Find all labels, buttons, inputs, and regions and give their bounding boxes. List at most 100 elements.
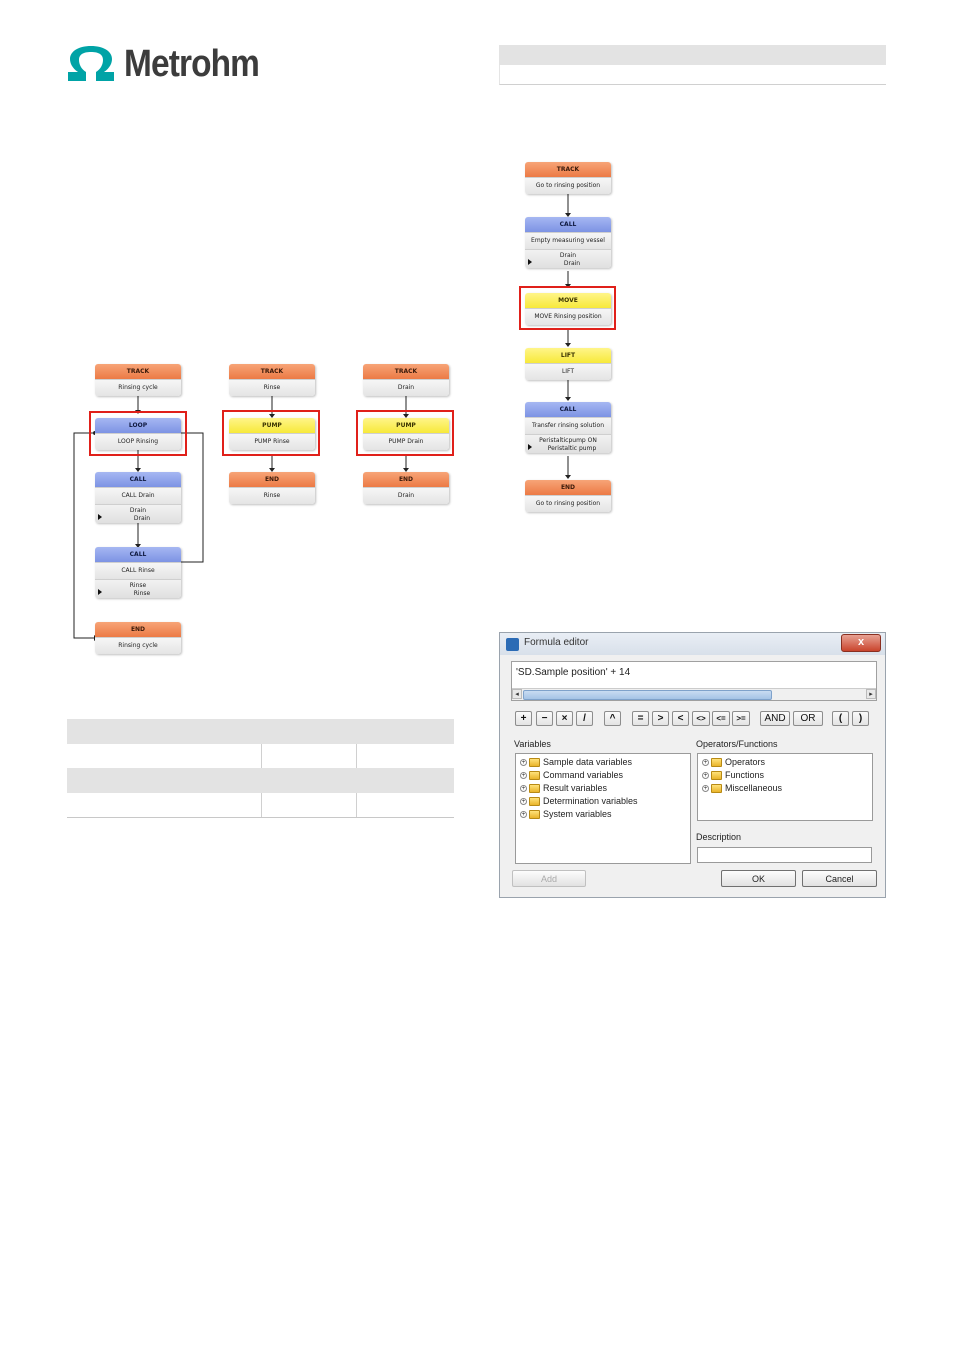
cancel-button[interactable]: Cancel <box>802 870 877 887</box>
flow-mid-connectors <box>269 395 275 472</box>
operators-functions-tree[interactable]: +Operators + Functions +Miscellaneous <box>697 753 873 821</box>
tree-item[interactable]: +Operators <box>702 756 765 768</box>
metrohm-logo: Metrohm <box>66 44 277 84</box>
node-label: Rinsing cycle <box>95 637 181 654</box>
omega-icon <box>68 46 114 81</box>
table-divider <box>356 744 357 768</box>
op-equal-button[interactable]: = <box>632 711 649 726</box>
dialog-titlebar[interactable]: Formula editor x <box>500 633 885 655</box>
node-track-rinse[interactable]: TRACK Rinse <box>229 364 315 396</box>
subtask-method: Drain <box>133 515 151 522</box>
flow-right-connectors <box>403 395 409 472</box>
node-call-transfer-rinsing[interactable]: CALL Transfer rinsing solution Peristalt… <box>525 402 611 453</box>
node-type: MOVE <box>525 293 611 308</box>
horizontal-scrollbar[interactable]: ◂ ▸ <box>512 688 876 700</box>
op-and-button[interactable]: AND <box>760 711 790 726</box>
node-pump-rinse[interactable]: PUMP PUMP Rinse <box>229 418 315 450</box>
formula-editor-dialog: Formula editor x 'SD.Sample position' + … <box>499 632 886 898</box>
op-divide-button[interactable]: / <box>576 711 593 726</box>
description-field[interactable] <box>697 847 872 863</box>
op-or-button[interactable]: OR <box>793 711 823 726</box>
folder-icon <box>529 797 540 807</box>
expand-icon[interactable]: + <box>520 759 527 767</box>
scroll-left-icon[interactable]: ◂ <box>512 689 522 699</box>
node-track-rinsing-cycle[interactable]: TRACK Rinsing cycle <box>95 364 181 396</box>
formula-input[interactable]: 'SD.Sample position' + 14 ◂ ▸ <box>511 661 877 701</box>
node-label: Rinsing cycle <box>95 379 181 396</box>
tree-item[interactable]: + System variables <box>520 808 612 820</box>
op-plus-button[interactable]: + <box>515 711 532 726</box>
node-move-rinsing-position[interactable]: MOVE MOVE Rinsing position <box>525 293 611 325</box>
op-less-equal-button[interactable]: <= <box>712 711 730 726</box>
op-less-button[interactable]: < <box>672 711 689 726</box>
node-label: MOVE Rinsing position <box>525 308 611 325</box>
node-end-go-to-rinsing[interactable]: END Go to rinsing position <box>525 480 611 512</box>
op-greater-equal-button[interactable]: >= <box>732 711 750 726</box>
tree-item[interactable]: +Sample data variables <box>520 756 632 768</box>
node-end-drain[interactable]: END Drain <box>363 472 449 504</box>
header-bar <box>499 45 886 65</box>
highlight-pump-rinse <box>222 410 320 456</box>
op-minus-button[interactable]: − <box>536 711 553 726</box>
expand-icon[interactable]: + <box>702 772 709 780</box>
play-icon <box>98 514 102 520</box>
node-label: Empty measuring vessel <box>525 232 611 249</box>
node-lift[interactable]: LIFT LIFT <box>525 348 611 380</box>
play-icon <box>528 444 532 450</box>
expand-icon[interactable]: + <box>702 785 709 793</box>
node-end-rinsing-cycle[interactable]: END Rinsing cycle <box>95 622 181 654</box>
folder-icon <box>529 771 540 781</box>
node-loop-rinsing[interactable]: LOOP LOOP Rinsing <box>95 418 181 450</box>
tree-item[interactable]: +Miscellaneous <box>702 782 782 794</box>
dialog-title: Formula editor <box>524 637 589 648</box>
node-label: Go to rinsing position <box>525 495 611 512</box>
expand-icon[interactable]: + <box>520 785 527 793</box>
expand-icon[interactable]: + <box>520 798 527 806</box>
tree-item[interactable]: +Determination variables <box>520 795 638 807</box>
node-label: Rinse <box>229 379 315 396</box>
tree-item[interactable]: + Result variables <box>520 782 607 794</box>
variables-tree[interactable]: +Sample data variables +Command variable… <box>515 753 691 864</box>
node-track-go-to-rinsing[interactable]: TRACK Go to rinsing position <box>525 162 611 194</box>
expand-icon[interactable]: + <box>520 772 527 780</box>
close-button[interactable]: x <box>841 634 881 652</box>
node-end-rinse[interactable]: END Rinse <box>229 472 315 504</box>
node-type: CALL <box>525 217 611 232</box>
node-type: TRACK <box>525 162 611 177</box>
op-power-button[interactable]: ^ <box>604 711 621 726</box>
play-icon <box>528 259 532 265</box>
tree-item[interactable]: + Functions <box>702 769 764 781</box>
tree-item[interactable]: +Command variables <box>520 769 623 781</box>
folder-icon <box>711 784 722 794</box>
scroll-right-icon[interactable]: ▸ <box>866 689 876 699</box>
highlight-loop <box>89 411 187 456</box>
op-close-paren-button[interactable]: ) <box>852 711 869 726</box>
tree-item-label: System variables <box>543 809 612 819</box>
op-multiply-button[interactable]: × <box>556 711 573 726</box>
op-greater-button[interactable]: > <box>652 711 669 726</box>
op-not-equal-button[interactable]: <> <box>692 711 710 726</box>
node-type: PUMP <box>229 418 315 433</box>
op-open-paren-button[interactable]: ( <box>832 711 849 726</box>
expand-icon[interactable]: + <box>702 759 709 767</box>
highlight-pump-drain <box>356 410 454 456</box>
add-button[interactable]: Add <box>512 870 586 887</box>
ok-button[interactable]: OK <box>721 870 796 887</box>
tree-item-label: Functions <box>725 770 765 780</box>
folder-icon <box>711 771 722 781</box>
play-icon <box>98 589 102 595</box>
subtask-method: Drain <box>563 260 581 267</box>
node-track-drain[interactable]: TRACK Drain <box>363 364 449 396</box>
node-type: PUMP <box>363 418 449 433</box>
node-pump-drain[interactable]: PUMP PUMP Drain <box>363 418 449 450</box>
tree-item-label: Result variables <box>543 783 608 793</box>
expand-icon[interactable]: + <box>520 811 527 819</box>
scroll-thumb[interactable] <box>523 690 772 700</box>
node-type: LIFT <box>525 348 611 363</box>
